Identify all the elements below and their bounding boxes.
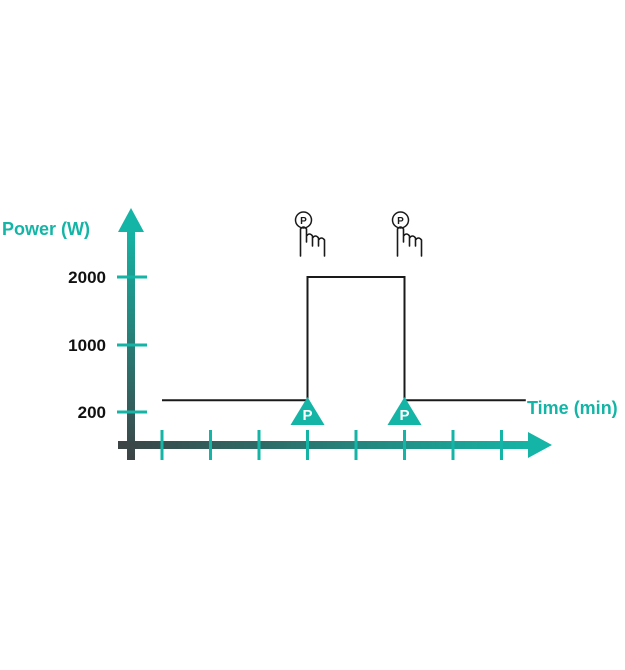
y-tick-label-2000: 2000 <box>68 268 106 287</box>
svg-text:P: P <box>397 216 404 227</box>
y-tick-label-200: 200 <box>78 403 106 422</box>
y-axis-title: Power (W) <box>2 219 90 239</box>
marker-triangle <box>387 397 422 425</box>
press-marker-2: P <box>387 397 422 425</box>
press-marker-1: P <box>290 397 325 425</box>
y-axis-arrow <box>118 208 144 232</box>
marker-label: P <box>302 407 312 424</box>
x-axis <box>118 432 552 458</box>
y-tick-label-1000: 1000 <box>68 336 106 355</box>
hand-press-icon: P <box>294 211 326 257</box>
marker-triangle <box>290 397 325 425</box>
hand-press-icon: P <box>391 211 423 257</box>
x-axis-title: Time (min) <box>527 398 618 418</box>
power-series-line <box>162 276 526 402</box>
y-axis <box>118 208 144 460</box>
svg-text:P: P <box>300 216 307 227</box>
marker-label: P <box>399 407 409 424</box>
y-ticks <box>117 275 147 414</box>
press-annotations: P P P P <box>290 211 423 425</box>
x-axis-arrow <box>528 432 552 458</box>
x-ticks <box>160 430 503 460</box>
x-axis-line <box>118 441 532 449</box>
